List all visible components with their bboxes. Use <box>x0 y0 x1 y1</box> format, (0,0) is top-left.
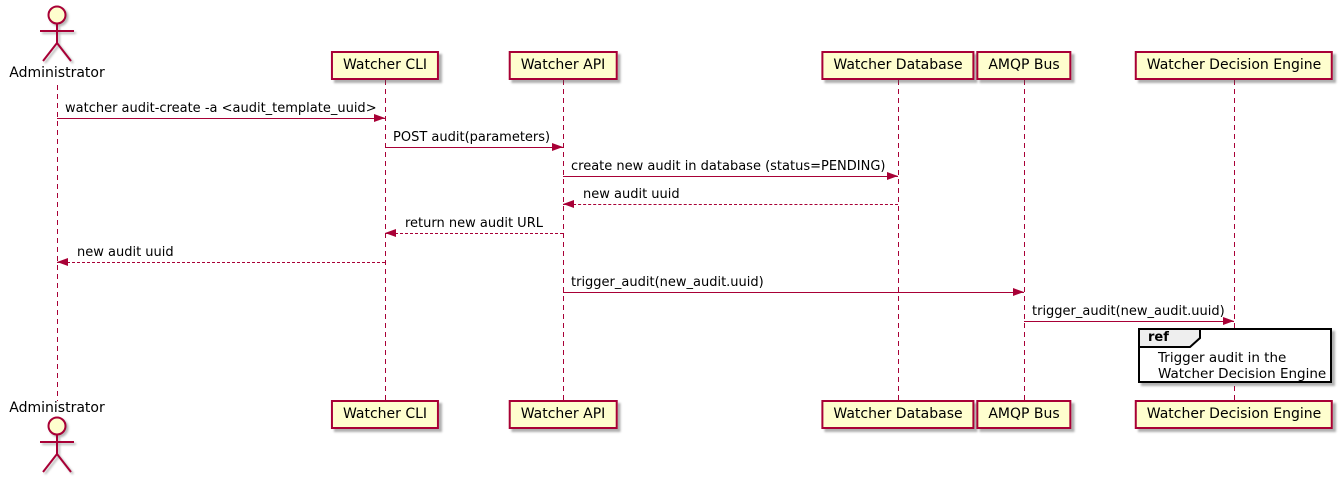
ref-tab <box>1138 328 1201 348</box>
actor-icon-bottom-administrator <box>35 416 79 474</box>
message-7-arrowhead-icon <box>1013 288 1024 296</box>
actor-icon-top-administrator <box>35 5 79 63</box>
message-1-line <box>57 118 385 119</box>
participant-top-watcher-cli: Watcher CLI <box>330 51 440 80</box>
lifeline-watcher-cli <box>385 80 386 401</box>
stick-figure-icon <box>40 416 74 473</box>
message-4-label: new audit uuid <box>583 187 680 202</box>
participant-top-amqp-bus: AMQP Bus <box>976 51 1072 80</box>
lifeline-administrator <box>57 85 58 401</box>
lifeline-amqp-bus <box>1024 80 1025 401</box>
ref-keyword-label: ref <box>1148 330 1169 345</box>
message-6-label: new audit uuid <box>77 245 174 260</box>
participant-top-watcher-api: Watcher API <box>508 51 618 80</box>
message-2-line <box>385 147 563 148</box>
participant-top-watcher-database: Watcher Database <box>821 51 975 80</box>
message-8-arrowhead-icon <box>1223 317 1234 325</box>
stick-figure-icon <box>40 5 74 62</box>
message-2-label: POST audit(parameters) <box>393 130 551 145</box>
message-7-line <box>563 292 1024 293</box>
message-3-arrowhead-icon <box>887 172 898 180</box>
ref-text-line-2: Watcher Decision Engine <box>1158 366 1327 382</box>
message-5-arrowhead-icon <box>385 229 396 237</box>
message-1-label: watcher audit-create -a <audit_template_… <box>65 101 377 116</box>
message-6-line <box>57 262 385 263</box>
ref-text-line-1: Trigger audit in the <box>1158 350 1287 366</box>
message-4-line <box>563 204 898 205</box>
participant-label-bottom-administrator: Administrator <box>9 400 105 416</box>
message-4-arrowhead-icon <box>563 200 574 208</box>
message-3-line <box>563 176 898 177</box>
message-2-arrowhead-icon <box>552 143 563 151</box>
message-8-label: trigger_audit(new_audit.uuid) <box>1032 304 1225 319</box>
participant-bottom-watcher-api: Watcher API <box>508 400 618 429</box>
message-6-arrowhead-icon <box>57 258 68 266</box>
participant-bottom-watcher-cli: Watcher CLI <box>330 400 440 429</box>
participant-top-watcher-decision-engine: Watcher Decision Engine <box>1134 51 1334 80</box>
lifeline-watcher-database <box>898 80 899 401</box>
message-3-label: create new audit in database (status=PEN… <box>571 159 886 174</box>
lifeline-watcher-decision-engine <box>1234 80 1235 401</box>
participant-bottom-amqp-bus: AMQP Bus <box>976 400 1072 429</box>
message-5-line <box>385 233 563 234</box>
message-5-label: return new audit URL <box>405 216 543 231</box>
message-8-line <box>1024 321 1234 322</box>
participant-bottom-watcher-database: Watcher Database <box>821 400 975 429</box>
participant-bottom-watcher-decision-engine: Watcher Decision Engine <box>1134 400 1334 429</box>
message-1-arrowhead-icon <box>374 114 385 122</box>
message-7-label: trigger_audit(new_audit.uuid) <box>571 275 764 290</box>
participant-label-top-administrator: Administrator <box>9 65 105 81</box>
lifeline-watcher-api <box>563 80 564 401</box>
